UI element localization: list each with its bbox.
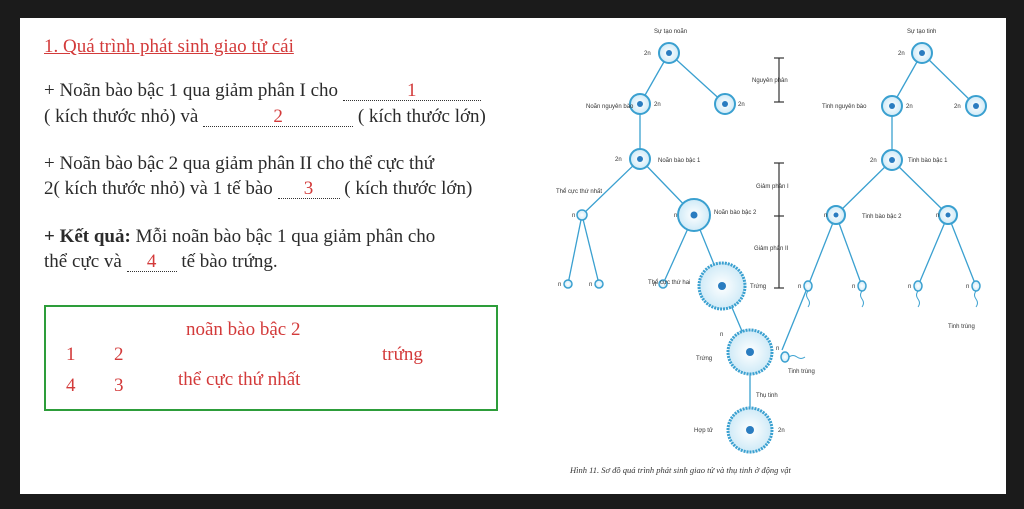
ploidy-label: 2n — [954, 104, 961, 110]
ploidy-label: n — [798, 284, 801, 290]
label-nguyen-phan: Nguyên phân — [752, 78, 788, 84]
document-sheet: 1. Quá trình phát sinh giao tử cái + Noã… — [20, 18, 1006, 494]
label-tinh-nguyen-bao: Tinh nguyên bào — [822, 104, 867, 110]
answer-trung: trứng — [382, 344, 423, 365]
question-line-1b: ( kích thước nhỏ) và 2 ( kích thước lớn) — [44, 106, 486, 128]
result-line-2: thể cực và 4 tế bào trứng. — [44, 251, 278, 273]
ploidy-label: n — [720, 332, 723, 338]
label-su-tao-tinh: Sự tạo tinh — [907, 29, 936, 35]
label-giam-phan-2: Giảm phân II — [754, 246, 789, 252]
label-trung-1: Trứng — [750, 284, 766, 290]
ploidy-label: 2n — [654, 102, 661, 108]
blank-1[interactable]: 1 — [342, 81, 481, 101]
label-noan-bao-bac-1: Noãn bào bậc 1 — [658, 158, 701, 164]
ploidy-label: n — [653, 282, 656, 288]
answer-num-1: 1 — [66, 344, 76, 365]
ploidy-label: n — [936, 213, 939, 219]
answer-box: 1 2 4 3 noãn bào bậc 2 trứng thể cực thứ… — [44, 305, 498, 411]
question-line-2b: 2( kích thước nhỏ) và 1 tế bào 3 ( kích … — [44, 178, 472, 200]
blank-4[interactable]: 4 — [126, 252, 177, 272]
label-trung-2: Trứng — [696, 356, 712, 362]
ploidy-label: n — [966, 284, 969, 290]
result-text2: thể cực và — [44, 251, 122, 272]
question-line-2: + Noãn bào bậc 2 qua giảm phân II cho th… — [44, 153, 435, 174]
label-tinh-bao-bac-1: Tinh bào bậc 1 — [908, 158, 948, 164]
phase-brackets — [774, 57, 784, 289]
label-tinh-trung-1: Tinh trùng — [948, 324, 975, 330]
section-title: 1. Quá trình phát sinh giao tử cái — [44, 36, 294, 57]
q2-text2: 2( kích thước nhỏ) và 1 tế bào — [44, 178, 273, 199]
ploidy-label: 2n — [615, 157, 622, 163]
label-tinh-bao-bac-2: Tinh bào bậc 2 — [862, 214, 902, 220]
answer-the-cuc-thu-nhat: thể cực thứ nhất — [178, 369, 301, 390]
ploidy-label: 2n — [870, 158, 877, 164]
blank-2[interactable]: 2 — [203, 107, 354, 127]
ploidy-label: n — [824, 213, 827, 219]
gametogenesis-diagram: Sự tạo noãn Sự tạo tinh Nguyên phân Giảm… — [556, 29, 987, 475]
ploidy-label: n — [558, 282, 561, 288]
q1-text3: ( kích thước lớn) — [357, 106, 486, 127]
label-the-cuc-thu-nhat: Thể cực thứ nhất — [556, 188, 602, 195]
ploidy-label: 2n — [898, 51, 905, 57]
q2-text3: ( kích thước lớn) — [344, 178, 473, 199]
answer-noan-bao-bac-2: noãn bào bậc 2 — [186, 319, 301, 340]
spermatogenesis-cells — [780, 42, 987, 363]
label-su-tao-noan: Sự tạo noãn — [654, 29, 687, 35]
ploidy-label: 2n — [644, 51, 651, 57]
label-giam-phan-1: Giảm phân I — [756, 184, 789, 190]
label-noan-nguyen-bao: Noãn nguyên bào — [586, 104, 634, 110]
ploidy-label: n — [589, 282, 592, 288]
ploidy-label: n — [908, 284, 911, 290]
result-label: + Kết quả: — [44, 226, 131, 247]
label-hop-tu: Hợp tử — [694, 427, 713, 434]
ploidy-label: n — [852, 284, 855, 290]
ploidy-label: n — [776, 346, 779, 352]
q1-text: + Noãn bào bậc 1 qua giảm phân I cho — [44, 80, 339, 101]
answer-num-3: 3 — [114, 375, 124, 396]
answer-num-4: 4 — [66, 375, 76, 396]
oogenesis-cells — [563, 42, 774, 454]
label-noan-bao-bac-2: Noãn bào bậc 2 — [714, 210, 757, 216]
ploidy-label: n — [674, 213, 677, 219]
label-thu-tinh: Thụ tinh — [756, 393, 778, 399]
label-tinh-trung-2: Tinh trùng — [788, 369, 815, 375]
ploidy-label: 2n — [906, 104, 913, 110]
label-the-cuc-thu-hai: Thể cực thứ hai — [648, 279, 690, 286]
question-line-1: + Noãn bào bậc 1 qua giảm phân I cho 1 — [44, 80, 481, 102]
blank-3[interactable]: 3 — [277, 179, 340, 199]
q1-text2: ( kích thước nhỏ) và — [44, 106, 199, 127]
ploidy-label: 2n — [738, 102, 745, 108]
result-line: + Kết quả: Mỗi noãn bào bậc 1 qua giảm p… — [44, 226, 435, 248]
result-text: Mỗi noãn bào bậc 1 qua giảm phân cho — [135, 226, 436, 247]
result-text3: tế bào trứng. — [181, 251, 278, 272]
figure-caption: Hình 11. Sơ đồ quá trình phát sinh giao … — [569, 465, 791, 475]
ploidy-label: n — [572, 213, 575, 219]
ploidy-label: 2n — [778, 428, 785, 434]
answer-num-2: 2 — [114, 344, 124, 365]
